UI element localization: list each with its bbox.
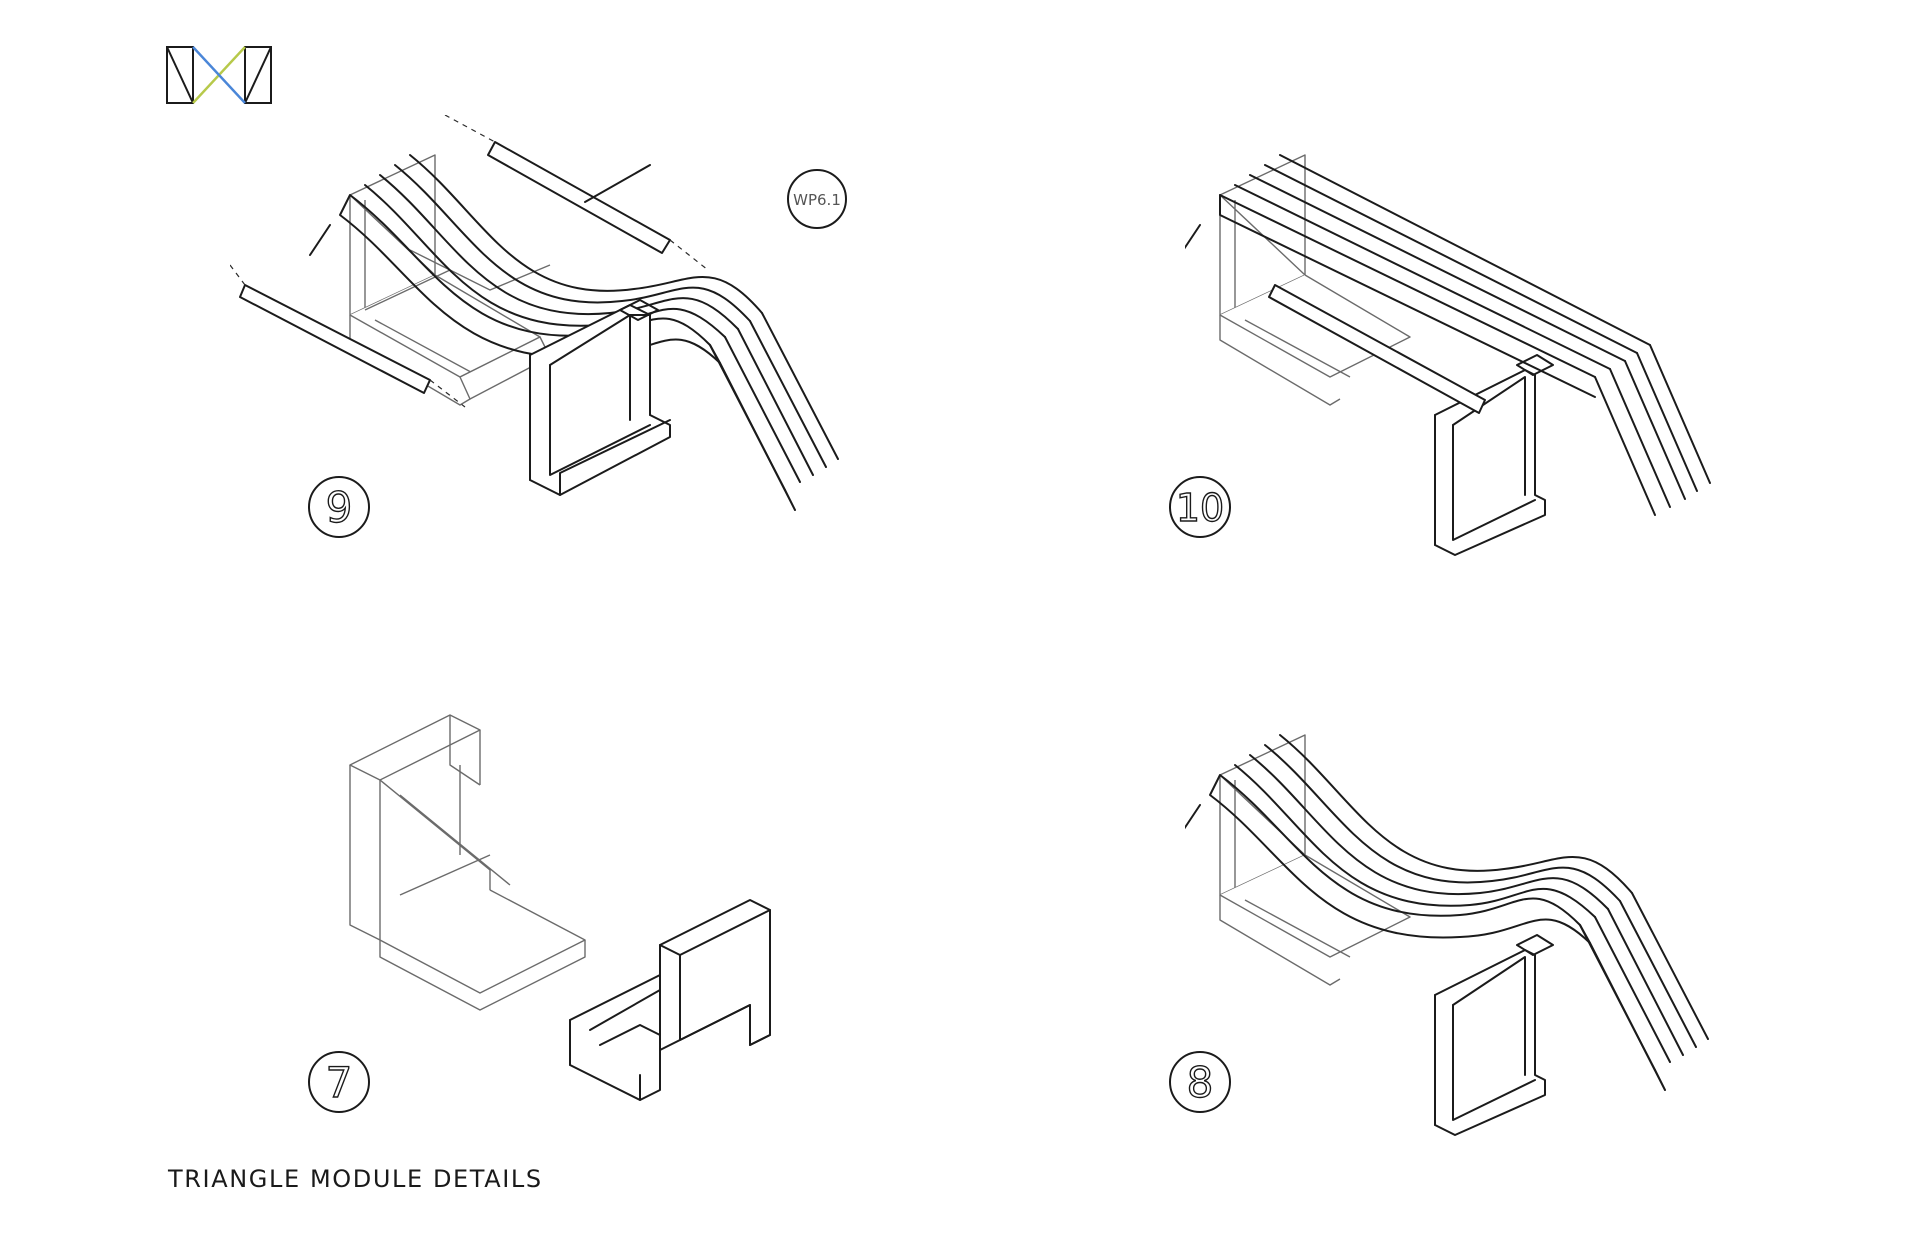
step-badge-7: 7 xyxy=(308,1051,370,1113)
step-badge-8: 8 xyxy=(1169,1051,1231,1113)
step-number: 8 xyxy=(1187,1058,1214,1107)
front-frame-module xyxy=(569,899,771,1101)
side-rail-left xyxy=(230,264,466,408)
curved-slats xyxy=(339,154,839,511)
callout-leader xyxy=(584,164,651,203)
sheet-caption: TRIANGLE MODULE DETAILS xyxy=(168,1165,543,1193)
step-9-exploded-assembly xyxy=(230,115,839,511)
rear-frame-module xyxy=(309,154,551,406)
front-frame-module xyxy=(1434,354,1554,556)
side-rail-right xyxy=(444,115,709,271)
step-number: 10 xyxy=(1176,486,1224,530)
rear-frame-module xyxy=(349,714,586,1011)
front-frame-module xyxy=(529,299,671,496)
brand-logo xyxy=(166,46,272,104)
rear-frame-module xyxy=(1185,154,1411,406)
step-7-frame-modules xyxy=(349,714,771,1101)
front-frame-module xyxy=(1434,934,1554,1136)
callout-wp61: WP6.1 xyxy=(787,169,847,229)
step-badge-10: 10 xyxy=(1169,476,1231,538)
step-8-curved-slats xyxy=(1185,734,1709,1136)
curved-slats xyxy=(1209,734,1709,1091)
step-10-assembled-bench xyxy=(1185,154,1711,556)
straight-slats xyxy=(1219,154,1711,516)
rear-frame-module xyxy=(1185,734,1411,986)
callout-label: WP6.1 xyxy=(793,191,841,209)
side-rail xyxy=(1268,284,1486,414)
step-badge-9: 9 xyxy=(308,476,370,538)
step-number: 9 xyxy=(326,483,353,532)
step-number: 7 xyxy=(326,1058,353,1107)
